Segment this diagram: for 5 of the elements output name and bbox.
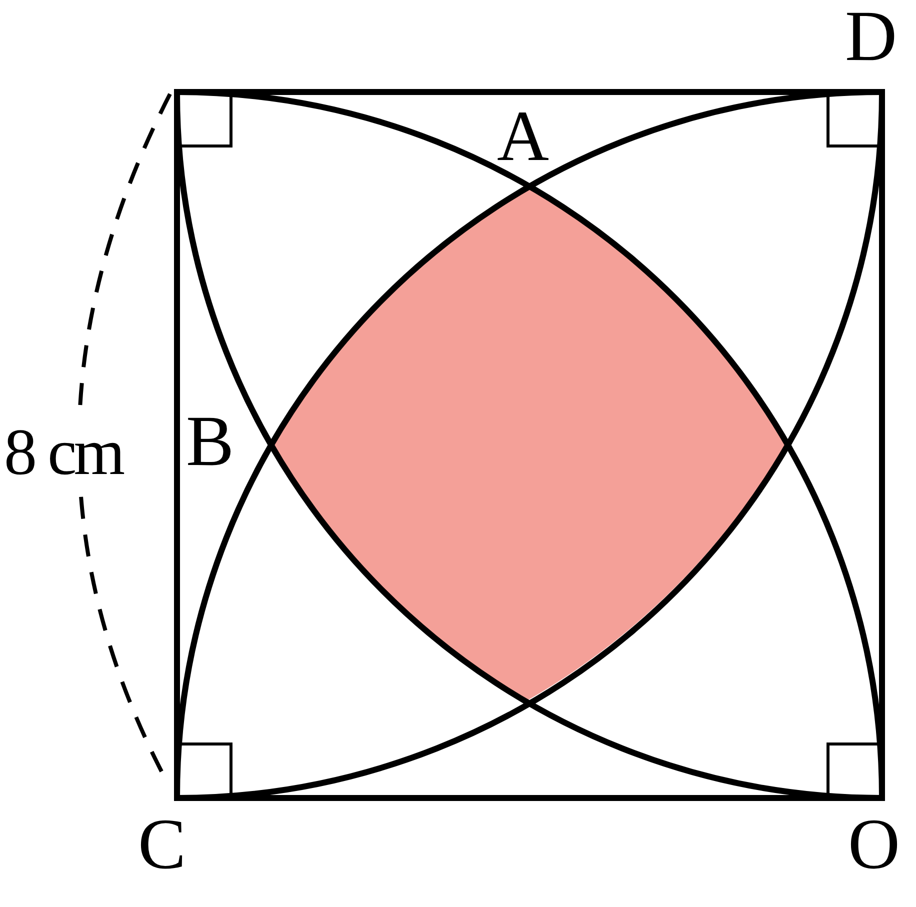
point-label: A <box>497 100 549 172</box>
point-label: D <box>845 0 897 72</box>
point-label: C <box>138 808 186 880</box>
point-label: B <box>186 405 234 477</box>
point-label: O <box>848 808 900 880</box>
